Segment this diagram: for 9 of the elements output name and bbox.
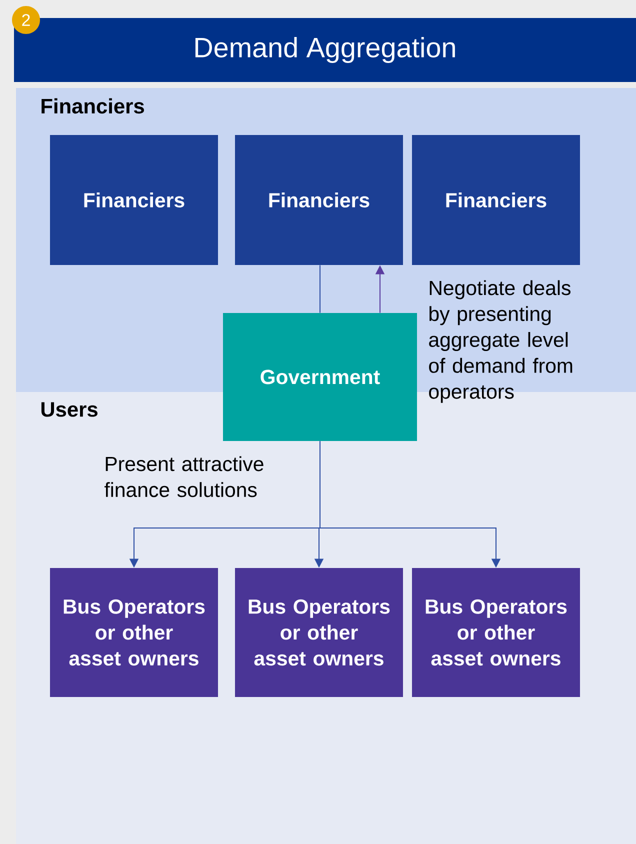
process-box: Financiers	[412, 135, 580, 265]
number-badge: 2	[12, 6, 40, 34]
process-box: Bus Operators or other asset owners	[412, 568, 580, 697]
process-box: Financiers	[235, 135, 403, 265]
process-box: Financiers	[50, 135, 218, 265]
process-box: Bus Operators or other asset owners	[235, 568, 403, 697]
annotation-text: Present attractive finance solutions	[104, 456, 264, 498]
process-box: Bus Operators or other asset owners	[50, 568, 218, 697]
process-box: Government	[223, 313, 417, 441]
